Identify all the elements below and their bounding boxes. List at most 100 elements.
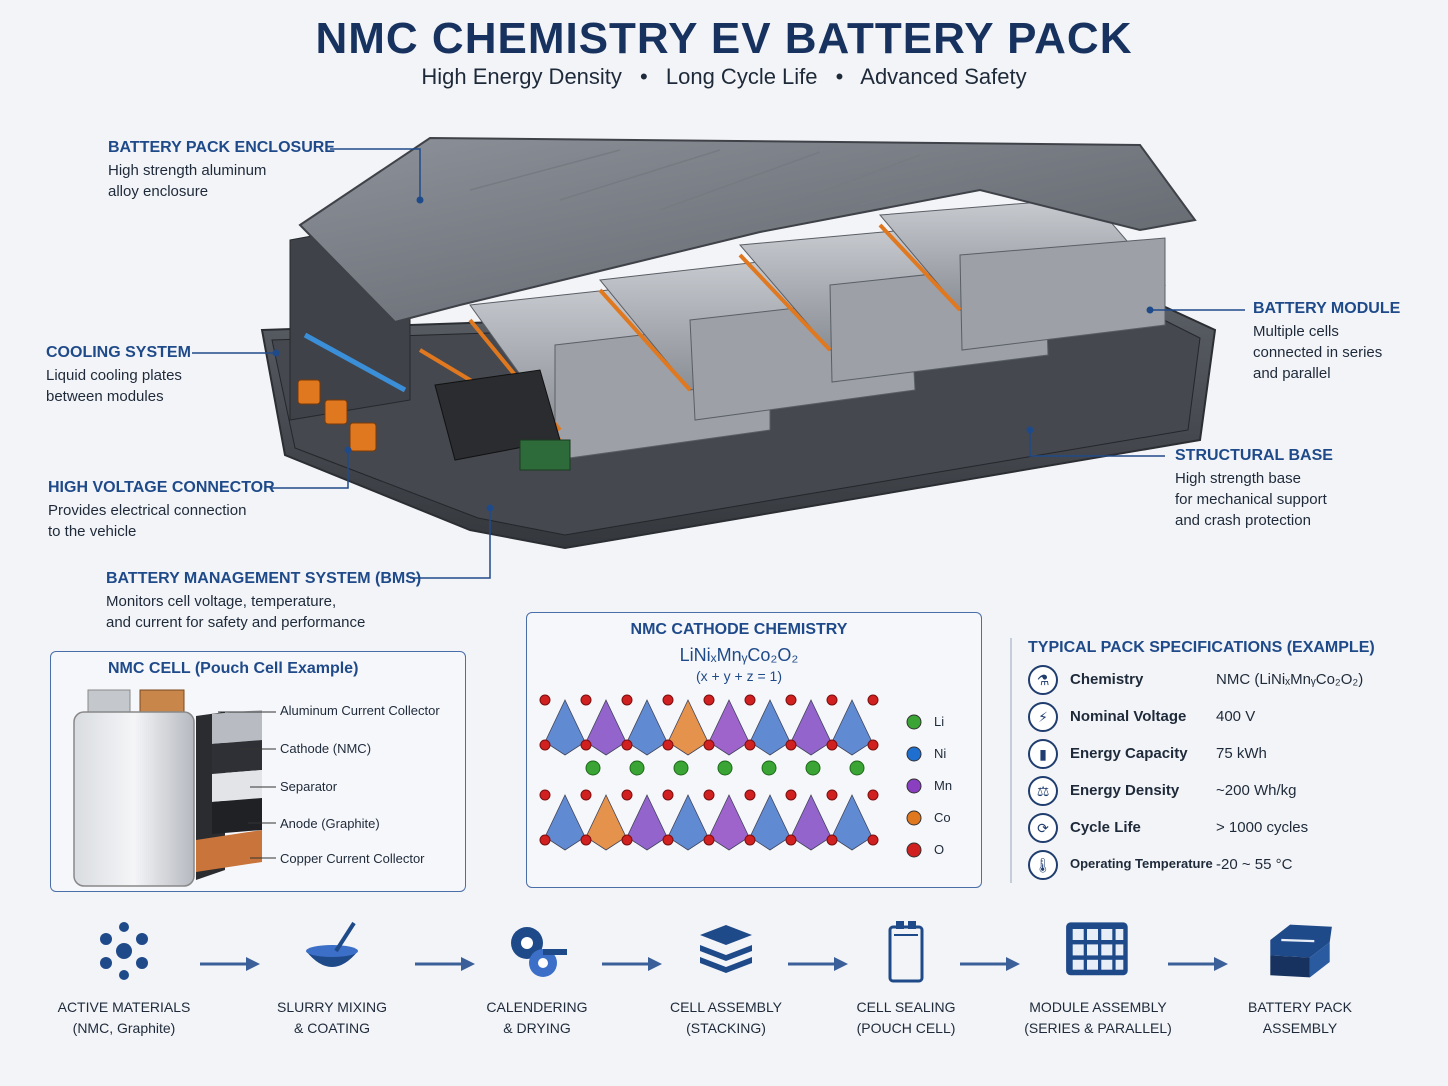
process-step: BATTERY PACK ASSEMBLY: [1205, 918, 1395, 1039]
oxygen-atom: [867, 834, 879, 846]
octahedron: [544, 699, 586, 756]
oxygen-atom: [580, 739, 592, 751]
legend-swatch: [906, 778, 922, 794]
spec-name: Nominal Voltage: [1070, 708, 1187, 725]
callout-desc: between modules: [46, 388, 164, 405]
flow-arrow-icon: [415, 955, 477, 978]
legend-swatch: [906, 746, 922, 762]
lithium-atom: [629, 760, 645, 776]
oxygen-atom: [662, 834, 674, 846]
spec-row: ⚖Energy Density~200 Wh/kg: [1028, 776, 1428, 808]
spec-row: ⚡ Nominal Voltage 400 V: [1028, 702, 1428, 734]
callout-desc: Liquid cooling plates: [46, 367, 182, 384]
oxygen-atom: [580, 789, 592, 801]
subtitle-separator: •: [835, 64, 844, 89]
oxygen-atom: [703, 694, 715, 706]
cell-layer-label: Aluminum Current Collector: [280, 703, 440, 718]
flow-arrow-icon: [200, 955, 262, 978]
callout-desc: High strength aluminum: [108, 162, 267, 179]
callout-desc: for mechanical support: [1175, 491, 1327, 508]
lithium-atom: [717, 760, 733, 776]
cell-layer-label: Cathode (NMC): [280, 741, 372, 756]
process-step-label: ASSEMBLY: [1262, 1020, 1338, 1036]
battery-modules: [469, 197, 1166, 461]
callout-desc: and current for safety and performance: [106, 614, 366, 631]
cell-panel-title: NMC CELL (Pouch Cell Example): [108, 660, 359, 677]
subtitle-item: High Energy Density: [421, 64, 622, 89]
process-step-label: BATTERY PACK: [1248, 999, 1352, 1015]
spec-name: Chemistry: [1070, 671, 1144, 688]
oxygen-atom: [580, 694, 592, 706]
hv-connectors: [297, 379, 377, 452]
octahedron: [790, 699, 832, 756]
legend-swatch: [906, 842, 922, 858]
process-step-label: CELL ASSEMBLY: [669, 999, 783, 1015]
callout-desc: Multiple cells: [1253, 323, 1339, 340]
spec-value: 400 V: [1216, 708, 1256, 725]
oxygen-atom: [703, 739, 715, 751]
oxygen-atom: [621, 834, 633, 846]
lithium-atom: [805, 760, 821, 776]
oxygen-atom: [703, 834, 715, 846]
lithium-atom: [585, 760, 601, 776]
legend-label: Li: [934, 714, 945, 729]
cell-layer-label: Copper Current Collector: [280, 851, 425, 866]
oxygen-atom: [662, 694, 674, 706]
oxygen-atom: [744, 694, 756, 706]
subtitle-separator: •: [640, 64, 648, 89]
oxygen-atom: [744, 834, 756, 846]
callout-title: STRUCTURAL BASE: [1175, 447, 1333, 464]
octahedron: [708, 794, 750, 851]
octahedron: [790, 794, 832, 851]
flow-arrow-icon: [602, 955, 664, 978]
oxygen-atom: [785, 694, 797, 706]
callout-desc: Monitors cell voltage, temperature,: [106, 593, 337, 610]
callout-desc: alloy enclosure: [108, 183, 209, 200]
oxygen-atom: [785, 789, 797, 801]
battery-icon: ▮: [1028, 739, 1058, 769]
octahedron: [831, 794, 873, 851]
octahedron: [708, 699, 750, 756]
mixing-bowl-icon: [306, 921, 358, 967]
callout-cooling: COOLING SYSTEM Liquid cooling plates bet…: [46, 344, 191, 407]
octahedron: [667, 794, 709, 851]
callout-bms: BATTERY MANAGEMENT SYSTEM (BMS) Monitors…: [106, 570, 421, 633]
octahedron: [585, 794, 627, 851]
cell-layer-label: Anode (Graphite): [280, 816, 380, 831]
process-step-label: (STACKING): [686, 1020, 766, 1036]
chem-panel-title: NMC CATHODE CHEMISTRY: [630, 621, 848, 638]
octahedron: [585, 699, 627, 756]
bolt-icon: ⚡: [1028, 702, 1058, 732]
lithium-atom: [673, 760, 689, 776]
oxygen-atom: [744, 739, 756, 751]
callout-title: HIGH VOLTAGE CONNECTOR: [48, 479, 275, 496]
oxygen-atom: [539, 789, 551, 801]
callout-desc: connected in series: [1253, 344, 1383, 361]
page-title: NMC CHEMISTRY EV BATTERY PACK: [315, 14, 1133, 63]
legend-swatch: [906, 810, 922, 826]
callout-title: COOLING SYSTEM: [46, 344, 191, 361]
weight-icon: ⚖: [1028, 776, 1058, 806]
oxygen-atom: [867, 739, 879, 751]
process-step-label: CELL SEALING: [856, 999, 956, 1015]
roller-icon: [511, 927, 567, 977]
octahedron: [667, 699, 709, 756]
octahedron: [626, 794, 668, 851]
callout-desc: Provides electrical connection: [48, 502, 247, 519]
oxygen-atom: [826, 834, 838, 846]
process-step: SLURRY MIXING& COATING: [237, 918, 427, 1039]
octahedron: [749, 699, 791, 756]
flow-arrow-icon: [788, 955, 850, 978]
spec-value: > 1000 cycles: [1216, 819, 1309, 836]
oxygen-atom: [539, 739, 551, 751]
oxygen-atom: [867, 789, 879, 801]
spec-name: Operating Temperature: [1070, 856, 1213, 871]
specs-title: TYPICAL PACK SPECIFICATIONS (EXAMPLE): [1028, 639, 1375, 656]
cycle-icon: ⟳: [1028, 813, 1058, 843]
callout-title: BATTERY MODULE: [1253, 300, 1401, 317]
cell-layer-label: Separator: [280, 779, 338, 794]
